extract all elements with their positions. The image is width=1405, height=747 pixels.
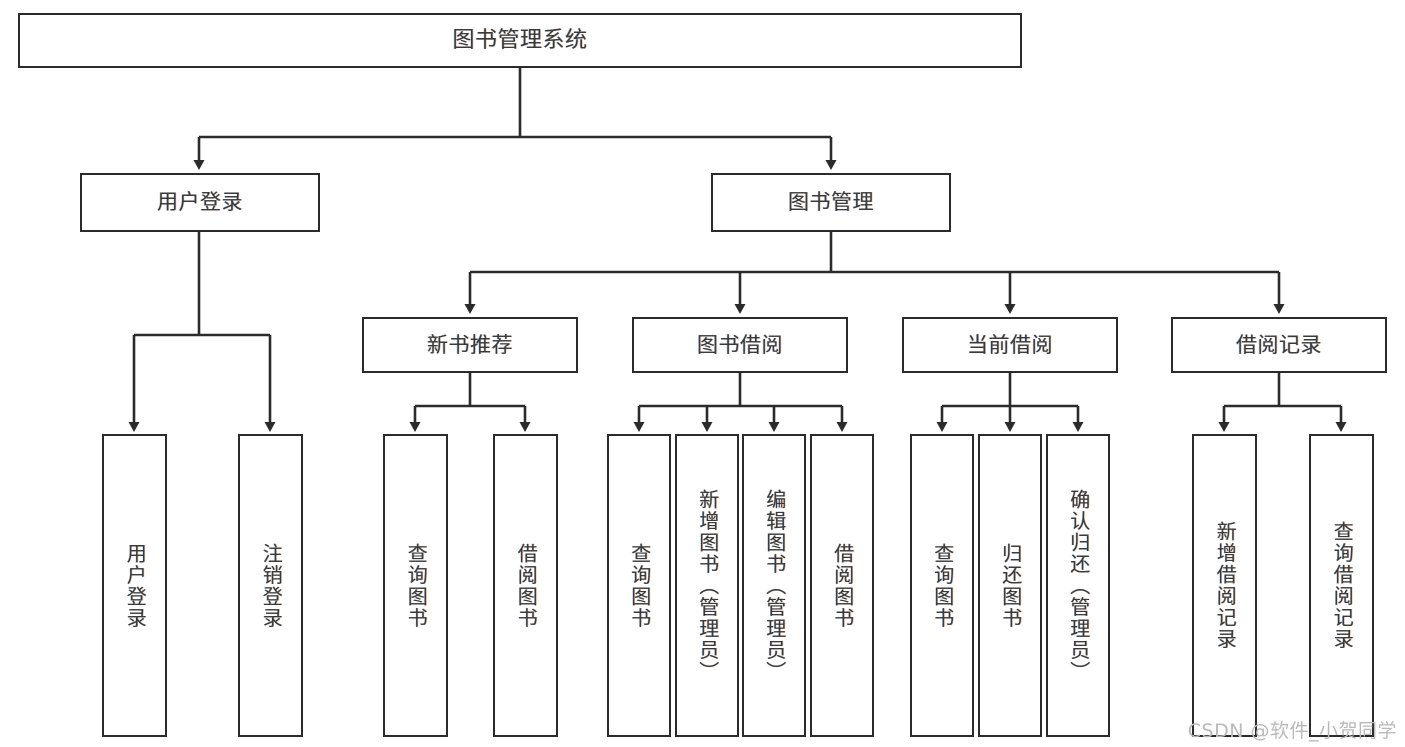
node-label: 图书借阅 [697, 332, 783, 357]
node-label: 编辑图书（管理员） [762, 488, 787, 683]
leaf-query-borrow-record[interactable]: 查询借阅记录 [1309, 434, 1374, 737]
node-label: 新书推荐 [427, 332, 513, 357]
node-label: 查询图书 [627, 542, 652, 629]
node-new-book-recommend[interactable]: 新书推荐 [362, 317, 578, 373]
node-label: 借阅图书 [514, 542, 539, 629]
node-label: 新增图书（管理员） [695, 488, 720, 683]
node-label: 图书管理系统 [452, 27, 588, 53]
leaf-query-book-borrow[interactable]: 查询图书 [607, 434, 671, 737]
node-current-borrow[interactable]: 当前借阅 [902, 317, 1118, 373]
leaf-add-borrow-record[interactable]: 新增借阅记录 [1192, 434, 1257, 737]
node-label: 查询图书 [404, 542, 429, 629]
node-user-login[interactable]: 用户登录 [80, 173, 320, 232]
node-label: 借阅记录 [1236, 332, 1322, 357]
leaf-confirm-return-admin[interactable]: 确认归还（管理员） [1046, 434, 1110, 737]
leaf-borrow-book[interactable]: 借阅图书 [810, 434, 874, 737]
node-label: 用户登录 [123, 542, 148, 629]
node-borrow-record[interactable]: 借阅记录 [1171, 317, 1387, 373]
leaf-user-login[interactable]: 用户登录 [102, 434, 167, 737]
node-label: 图书管理 [788, 190, 874, 215]
node-label: 新增借阅记录 [1213, 521, 1238, 650]
leaf-add-book-admin[interactable]: 新增图书（管理员） [675, 434, 739, 737]
leaf-edit-book-admin[interactable]: 编辑图书（管理员） [742, 434, 806, 737]
node-root-system[interactable]: 图书管理系统 [18, 13, 1022, 68]
node-label: 归还图书 [998, 542, 1023, 629]
leaf-query-book-newbook[interactable]: 查询图书 [383, 434, 448, 737]
node-book-borrow[interactable]: 图书借阅 [632, 317, 848, 373]
node-label: 当前借阅 [967, 332, 1053, 357]
leaf-borrow-book-newbook[interactable]: 借阅图书 [493, 434, 558, 737]
node-label: 用户登录 [157, 190, 243, 215]
node-label: 查询借阅记录 [1330, 521, 1355, 650]
node-label: 查询图书 [930, 542, 955, 629]
watermark-text: CSDN @软件_小贺同学 [1187, 720, 1397, 742]
leaf-logout[interactable]: 注销登录 [238, 434, 303, 737]
node-label: 确认归还（管理员） [1066, 488, 1091, 683]
node-label: 注销登录 [259, 542, 284, 629]
node-label: 借阅图书 [830, 542, 855, 629]
node-book-management[interactable]: 图书管理 [711, 173, 951, 232]
leaf-return-book[interactable]: 归还图书 [978, 434, 1042, 737]
leaf-query-book-current[interactable]: 查询图书 [910, 434, 974, 737]
